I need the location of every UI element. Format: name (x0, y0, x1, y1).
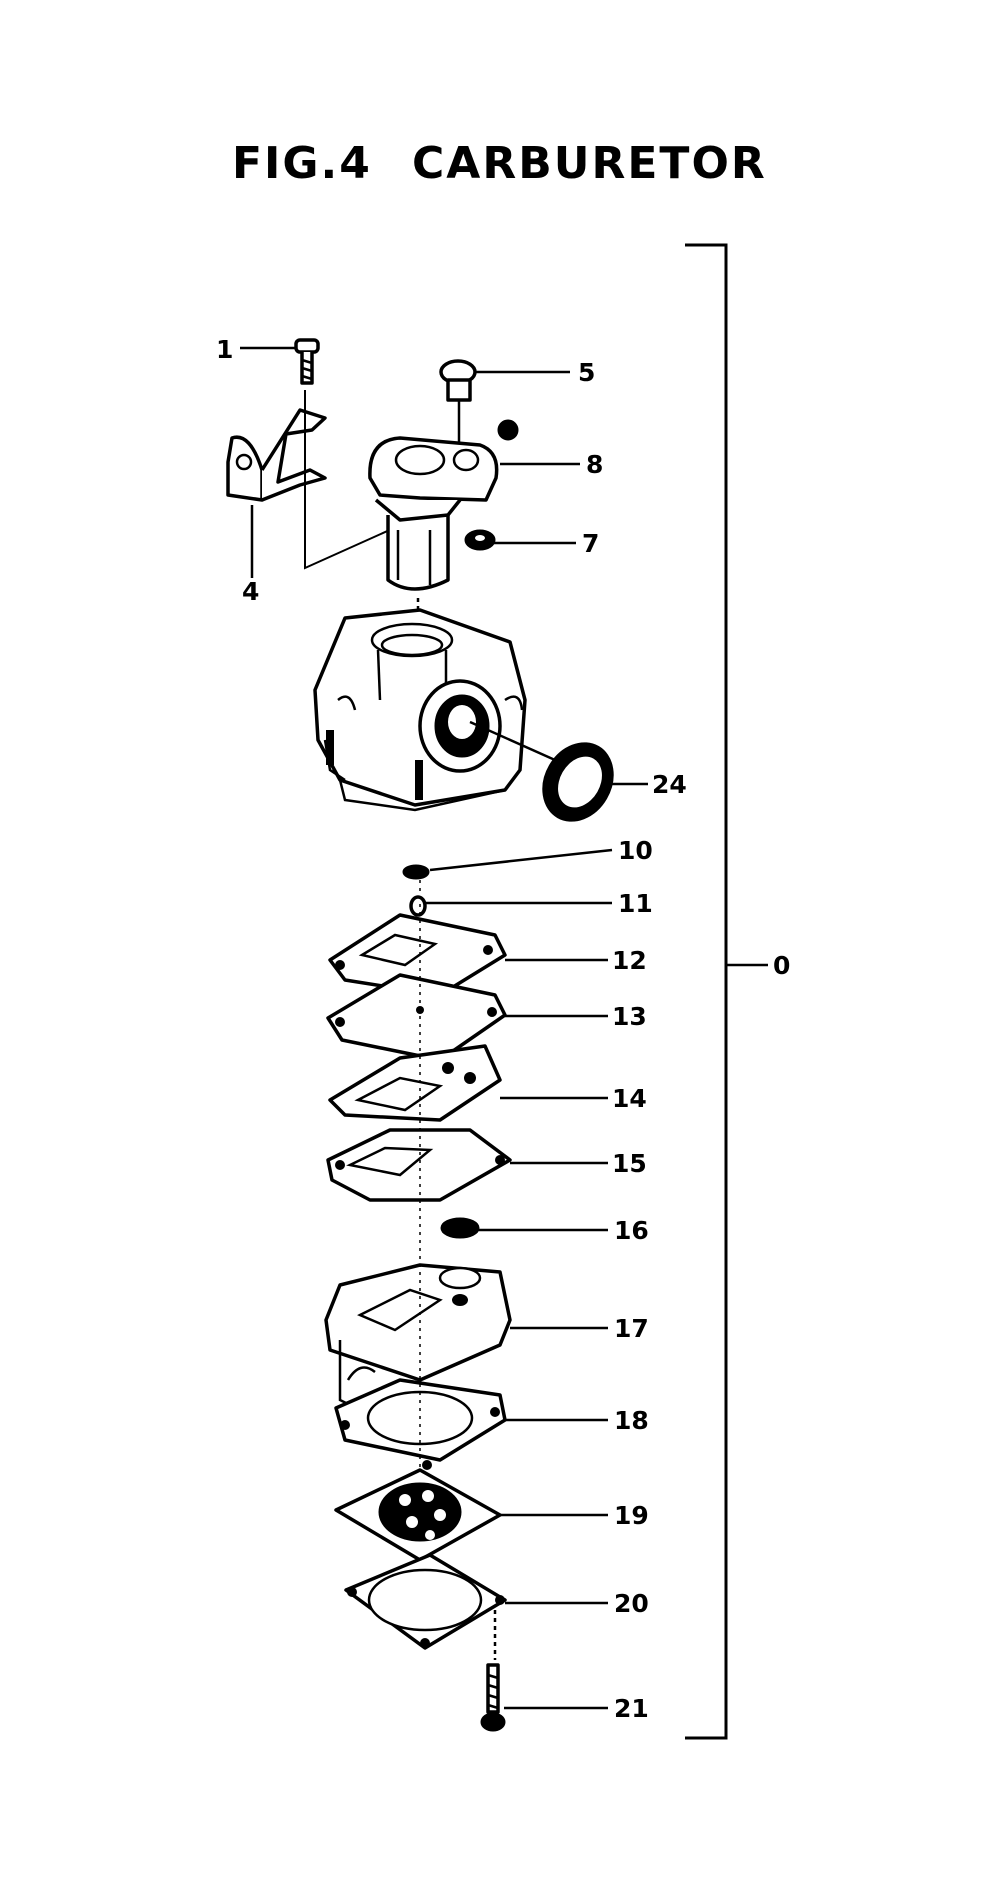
callout-5: 5 (578, 358, 595, 387)
part-19-diaphragm (334, 1460, 502, 1562)
part-10-small-seal (402, 864, 430, 880)
part-21-screw (480, 1610, 506, 1732)
part-20-cover-plate (344, 1553, 507, 1650)
callout-17: 17 (614, 1314, 649, 1343)
part-24-seal-ring (542, 742, 614, 822)
callout-20: 20 (614, 1589, 649, 1618)
callout-0: 0 (773, 951, 790, 980)
part-1-screw (294, 338, 320, 385)
part-8-throttle-assembly (368, 419, 519, 591)
part-16-disc (440, 1217, 480, 1239)
callout-11: 11 (618, 889, 653, 918)
callout-24: 24 (652, 770, 687, 799)
part-7-washer (464, 529, 496, 551)
callout-19: 19 (614, 1501, 649, 1530)
part-14-plate (328, 1044, 502, 1122)
callout-16: 16 (614, 1216, 649, 1245)
callout-10: 10 (618, 836, 653, 865)
part-5-adjust-screw (439, 359, 477, 448)
callout-21: 21 (614, 1694, 649, 1723)
callout-15: 15 (612, 1149, 647, 1178)
callout-18: 18 (614, 1406, 649, 1435)
callout-12: 12 (612, 946, 647, 975)
part-11-pin (409, 895, 427, 917)
callout-1: 1 (216, 335, 233, 364)
callout-8: 8 (586, 450, 603, 479)
callout-7: 7 (582, 529, 599, 558)
part-17-pump-body (324, 1263, 512, 1412)
part-12-plate (328, 913, 507, 997)
callout-4: 4 (242, 577, 259, 606)
part-4-bracket (226, 408, 327, 502)
part-15-gasket (326, 1128, 512, 1202)
figure-number: FIG.4 (232, 138, 372, 189)
assembly-bracket (685, 243, 768, 1740)
callout-13: 13 (612, 1002, 647, 1031)
figure-title: CARBURETOR (412, 138, 767, 189)
callout-14: 14 (612, 1084, 647, 1113)
carburetor-body (313, 608, 527, 812)
